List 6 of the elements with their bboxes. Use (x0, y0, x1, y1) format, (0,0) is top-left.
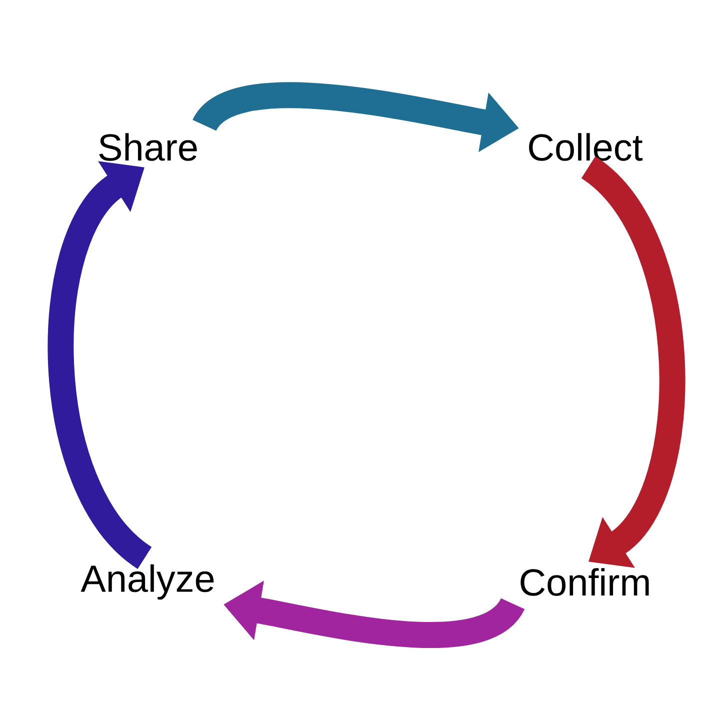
step-label: Analyze (80, 564, 214, 600)
step-label: Collect (529, 133, 643, 161)
step-label: Confirm (520, 568, 649, 596)
step-label: Share (99, 133, 197, 161)
curved-arrow (580, 157, 685, 568)
curved-arrow (48, 161, 154, 568)
